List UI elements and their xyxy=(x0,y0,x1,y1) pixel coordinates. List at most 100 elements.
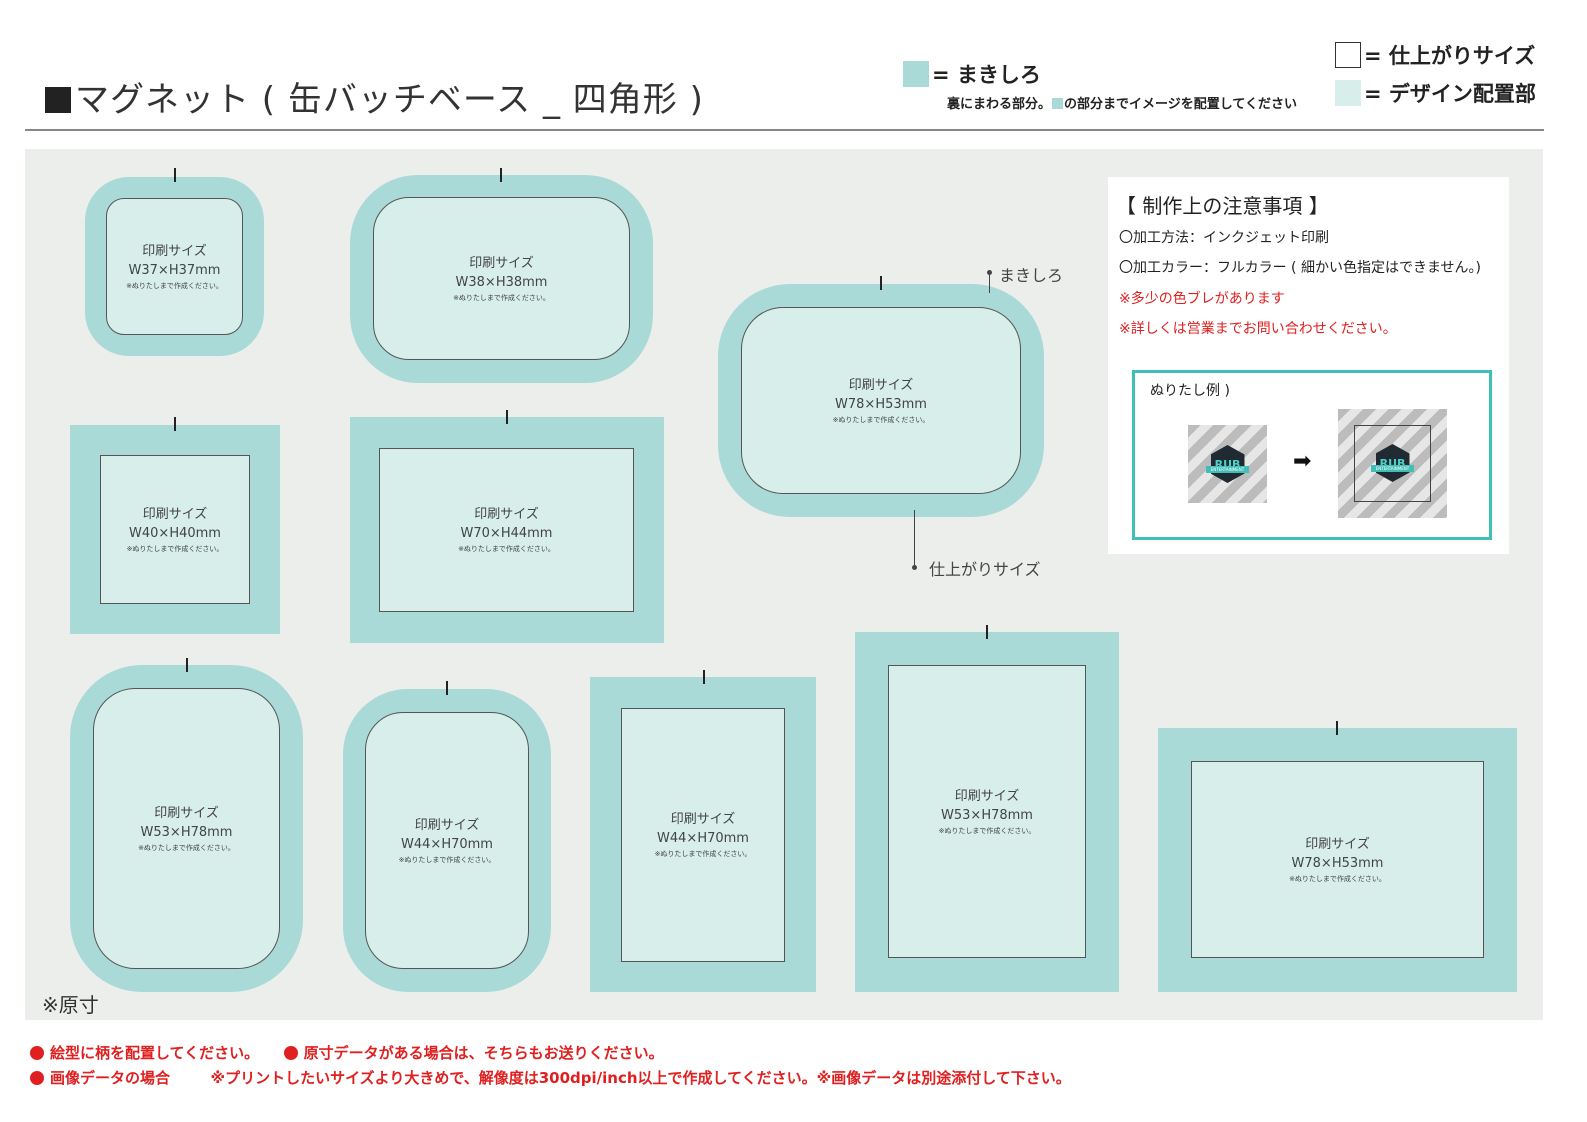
center-tick xyxy=(174,168,176,182)
bullet-icon xyxy=(283,1046,298,1060)
note-item: 〇加工方法：インクジェット印刷 xyxy=(1119,230,1329,246)
note-item-warning: ※詳しくは営業までお問い合わせください。 xyxy=(1119,321,1397,337)
bleed-note: ※ぬりたしまで作成ください。 xyxy=(126,544,224,553)
template-w70-h44: 印刷サイズ W70×H44mm ※ぬりたしまで作成ください。 xyxy=(350,417,664,643)
center-tick xyxy=(174,417,176,431)
template-w78-h53: 印刷サイズ W78×H53mm ※ぬりたしまで作成ください。 xyxy=(1158,728,1517,992)
bullet-icon xyxy=(30,1071,44,1085)
badge-ribbon: ENTERTAINMENT xyxy=(1371,465,1414,472)
print-size-label: 印刷サイズ xyxy=(142,506,208,522)
footer-text: ※プリントしたいサイズより大きめで、解像度は300dpi/inch以上で作成して… xyxy=(210,1069,1071,1087)
bleed-example-box xyxy=(1132,370,1492,540)
print-size-value: W78×H53mm xyxy=(835,396,927,412)
design-area: 印刷サイズ W78×H53mm ※ぬりたしまで作成ください。 xyxy=(1191,761,1484,958)
print-size-value: W53×H78mm xyxy=(941,807,1033,823)
design-area: 印刷サイズ W53×H78mm ※ぬりたしまで作成ください。 xyxy=(888,665,1086,958)
center-tick xyxy=(1336,721,1338,735)
print-size-label: 印刷サイズ xyxy=(142,243,207,259)
footer-text: 画像データの場合 xyxy=(50,1069,171,1087)
print-size-label: 印刷サイズ xyxy=(469,255,534,271)
design-area: 印刷サイズ W37×H37mm ※ぬりたしまで作成ください。 xyxy=(106,198,243,335)
callout-finish: 仕上がりサイズ xyxy=(929,560,1041,579)
design-area: 印刷サイズ W53×H78mm ※ぬりたしまで作成ください。 xyxy=(93,688,280,969)
bleed-note: ※ぬりたしまで作成ください。 xyxy=(938,826,1036,835)
callout-makishiro: まきしろ xyxy=(999,266,1064,285)
print-size-value: W40×H40mm xyxy=(129,525,221,541)
footer-text: 原寸データがある場合は、そちらもお送りください。 xyxy=(303,1044,664,1062)
legend-makishiro-label: = まきしろ xyxy=(932,63,1041,87)
print-size-label: 印刷サイズ xyxy=(474,507,539,522)
print-size-label: 印刷サイズ xyxy=(154,805,219,821)
legend-note-a: 裏にまわる部分。 xyxy=(947,97,1052,112)
template-w38-h38: 印刷サイズ W38×H38mm ※ぬりたしまで作成ください。 xyxy=(350,175,653,383)
design-area: 印刷サイズ W40×H40mm ※ぬりたしまで作成ください。 xyxy=(100,455,250,604)
design-area: 印刷サイズ W70×H44mm ※ぬりたしまで作成ください。 xyxy=(379,448,634,612)
example-before-image: RUB ENTERTAINMENT xyxy=(1188,425,1267,503)
center-tick xyxy=(500,168,502,182)
print-size-label: 印刷サイズ xyxy=(414,817,480,833)
legend-design-label: = デザイン配置部 xyxy=(1364,82,1536,106)
legend-finish-label: = 仕上がりサイズ xyxy=(1364,44,1536,68)
legend-makishiro-swatch xyxy=(903,61,929,87)
bleed-example-label: ぬりたし例 ) xyxy=(1150,383,1230,399)
bleed-note: ※ぬりたしまで作成ください。 xyxy=(138,843,235,852)
print-size-value: W44×H70mm xyxy=(657,831,749,846)
badge-hexagon: RUB xyxy=(1210,445,1245,483)
print-size-label: 印刷サイズ xyxy=(848,377,914,393)
callout-line xyxy=(914,510,915,566)
template-w53-h78: 印刷サイズ W53×H78mm ※ぬりたしまで作成ください。 xyxy=(855,632,1119,992)
center-tick xyxy=(446,681,448,695)
legend-design-swatch xyxy=(1335,80,1361,106)
print-size-value: W70×H44mm xyxy=(460,526,553,541)
note-item: 〇加工カラー：フルカラー ( 細かい色指定はできません。) xyxy=(1119,260,1481,276)
design-area: 印刷サイズ W38×H38mm ※ぬりたしまで作成ください。 xyxy=(373,197,630,360)
design-area: 印刷サイズ W78×H53mm ※ぬりたしまで作成ください。 xyxy=(741,307,1021,494)
print-size-label: 印刷サイズ xyxy=(954,788,1020,804)
print-size-label: 印刷サイズ xyxy=(670,812,736,827)
print-size-value: W78×H53mm xyxy=(1291,855,1384,871)
template-w44-h70: 印刷サイズ W44×H70mm ※ぬりたしまで作成ください。 xyxy=(590,677,816,992)
bleed-note: ※ぬりたしまで作成ください。 xyxy=(126,281,223,290)
bleed-note: ※ぬりたしまで作成ください。 xyxy=(398,855,496,864)
legend-makishiro-note: 裏にまわる部分。の部分までイメージを配置してください xyxy=(947,93,1297,112)
bullet-icon xyxy=(30,1046,44,1060)
footer-text: 絵型に柄を配置してください。 xyxy=(50,1044,260,1062)
template-w37-h37: 印刷サイズ W37×H37mm ※ぬりたしまで作成ください。 xyxy=(85,177,264,356)
legend-finish-swatch xyxy=(1335,42,1361,68)
rub-badge-logo: RUB ENTERTAINMENT xyxy=(1371,442,1414,484)
design-area: 印刷サイズ W44×H70mm ※ぬりたしまで作成ください。 xyxy=(621,708,785,962)
footer-line-2: 画像データの場合 ※プリントしたいサイズより大きめで、解像度は300dpi/in… xyxy=(30,1067,1071,1088)
center-tick xyxy=(506,410,508,424)
arrow-right-icon: ➡ xyxy=(1293,449,1312,474)
print-size-value: W38×H38mm xyxy=(455,274,548,290)
print-size-value: W44×H70mm xyxy=(401,836,493,852)
bleed-note: ※ぬりたしまで作成ください。 xyxy=(458,545,555,553)
callout-line xyxy=(989,273,990,293)
callout-dot xyxy=(912,565,917,570)
notes-title: 【 制作上の注意事項 】 xyxy=(1116,194,1329,218)
page-title-text: マグネット ( 缶バッチベース _ 四角形 ) xyxy=(75,80,704,120)
page-title: マグネット ( 缶バッチベース _ 四角形 ) xyxy=(45,72,704,121)
template-w78-h53-rounded: 印刷サイズ W78×H53mm ※ぬりたしまで作成ください。 xyxy=(718,284,1044,517)
center-tick xyxy=(880,276,882,290)
center-tick xyxy=(986,625,988,639)
badge-ribbon: ENTERTAINMENT xyxy=(1206,466,1249,473)
callout-dot xyxy=(987,270,992,275)
template-w44-h70-rounded: 印刷サイズ W44×H70mm ※ぬりたしまで作成ください。 xyxy=(343,689,551,992)
example-after-image: RUB ENTERTAINMENT xyxy=(1338,409,1447,518)
legend-note-b: の部分までイメージを配置してください xyxy=(1064,97,1297,112)
bleed-note: ※ぬりたしまで作成ください。 xyxy=(453,293,550,302)
center-tick xyxy=(703,670,705,684)
badge-hexagon: RUB xyxy=(1375,444,1410,482)
footer-line-1: 絵型に柄を配置してください。 原寸データがある場合は、そちらもお送りください。 xyxy=(30,1042,664,1063)
legend-mini-swatch xyxy=(1052,98,1064,109)
template-w40-h40: 印刷サイズ W40×H40mm ※ぬりたしまで作成ください。 xyxy=(70,425,280,634)
bleed-note: ※ぬりたしまで作成ください。 xyxy=(654,850,752,858)
bleed-note: ※ぬりたしまで作成ください。 xyxy=(1289,874,1386,883)
actual-size-note: ※原寸 xyxy=(42,993,99,1017)
rub-badge-logo: RUB ENTERTAINMENT xyxy=(1206,443,1249,485)
center-tick xyxy=(186,658,188,672)
print-size-value: W53×H78mm xyxy=(140,824,233,840)
design-area: 印刷サイズ W44×H70mm ※ぬりたしまで作成ください。 xyxy=(365,712,529,969)
finish-frame xyxy=(1354,425,1431,502)
